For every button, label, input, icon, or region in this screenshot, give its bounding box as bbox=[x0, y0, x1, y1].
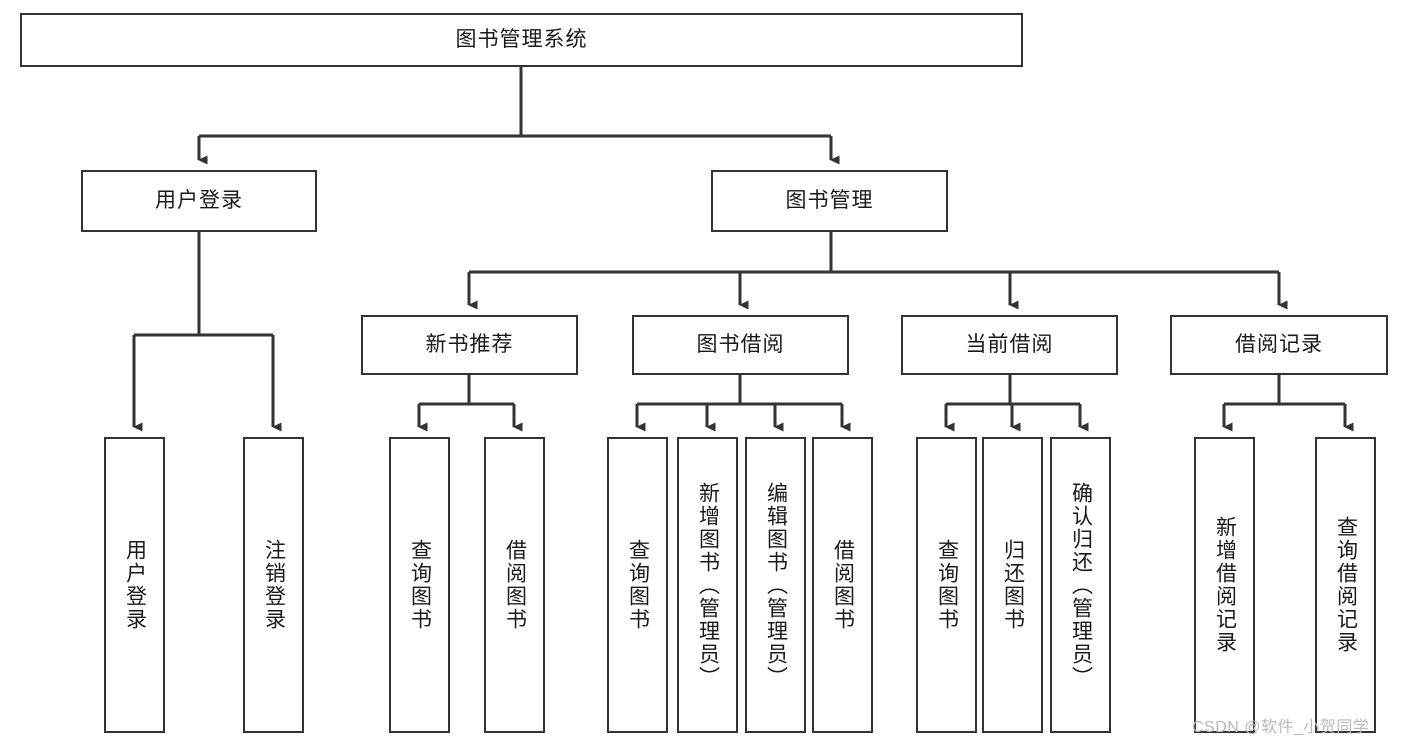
node-leaf-query-book-borrow-label: 查询图书 bbox=[626, 539, 650, 631]
node-current-borrow[interactable]: 当前借阅 bbox=[901, 315, 1118, 375]
node-leaf-query-book-newbook-label: 查询图书 bbox=[408, 539, 432, 631]
node-leaf-query-book-current-label: 查询图书 bbox=[935, 539, 959, 631]
node-borrow-record[interactable]: 借阅记录 bbox=[1170, 315, 1388, 375]
node-leaf-query-book-borrow[interactable]: 查询图书 bbox=[607, 437, 668, 733]
node-leaf-borrow-book-label: 借阅图书 bbox=[831, 539, 855, 631]
node-root-system-label: 图书管理系统 bbox=[455, 27, 588, 51]
node-leaf-confirm-return-admin[interactable]: 确认归还（管理员） bbox=[1050, 437, 1111, 733]
node-book-borrow[interactable]: 图书借阅 bbox=[632, 315, 849, 375]
node-root-system[interactable]: 图书管理系统 bbox=[20, 13, 1023, 67]
node-leaf-query-borrow-record-label: 查询借阅记录 bbox=[1334, 516, 1358, 654]
node-user-login[interactable]: 用户登录 bbox=[81, 170, 317, 232]
node-book-management[interactable]: 图书管理 bbox=[711, 170, 948, 232]
node-leaf-logout[interactable]: 注销登录 bbox=[243, 437, 304, 733]
node-leaf-query-borrow-record[interactable]: 查询借阅记录 bbox=[1315, 437, 1376, 733]
node-current-borrow-label: 当前借阅 bbox=[965, 332, 1054, 356]
node-leaf-add-borrow-record-label: 新增借阅记录 bbox=[1213, 516, 1237, 654]
node-leaf-edit-book-admin-label: 编辑图书（管理员） bbox=[764, 481, 788, 689]
node-user-login-label: 用户登录 bbox=[155, 188, 243, 212]
node-leaf-edit-book-admin[interactable]: 编辑图书（管理员） bbox=[745, 437, 806, 733]
node-new-book-recommend[interactable]: 新书推荐 bbox=[361, 315, 578, 375]
node-book-borrow-label: 图书借阅 bbox=[696, 332, 785, 356]
node-leaf-borrow-book-newbook-label: 借阅图书 bbox=[503, 539, 527, 631]
node-new-book-recommend-label: 新书推荐 bbox=[425, 332, 514, 356]
node-leaf-user-login[interactable]: 用户登录 bbox=[104, 437, 165, 733]
node-leaf-query-book-current[interactable]: 查询图书 bbox=[916, 437, 977, 733]
node-leaf-borrow-book[interactable]: 借阅图书 bbox=[812, 437, 873, 733]
node-leaf-user-login-label: 用户登录 bbox=[123, 539, 147, 631]
node-leaf-add-book-admin-label: 新增图书（管理员） bbox=[696, 481, 720, 689]
node-leaf-logout-label: 注销登录 bbox=[262, 539, 286, 631]
node-leaf-add-book-admin[interactable]: 新增图书（管理员） bbox=[677, 437, 738, 733]
node-leaf-add-borrow-record[interactable]: 新增借阅记录 bbox=[1194, 437, 1255, 733]
node-leaf-query-book-newbook[interactable]: 查询图书 bbox=[389, 437, 450, 733]
node-borrow-record-label: 借阅记录 bbox=[1235, 332, 1323, 356]
node-leaf-borrow-book-newbook[interactable]: 借阅图书 bbox=[484, 437, 545, 733]
node-leaf-return-book-label: 归还图书 bbox=[1001, 539, 1025, 631]
node-leaf-return-book[interactable]: 归还图书 bbox=[982, 437, 1043, 733]
node-book-management-label: 图书管理 bbox=[785, 188, 874, 212]
node-leaf-confirm-return-admin-label: 确认归还（管理员） bbox=[1069, 481, 1093, 689]
